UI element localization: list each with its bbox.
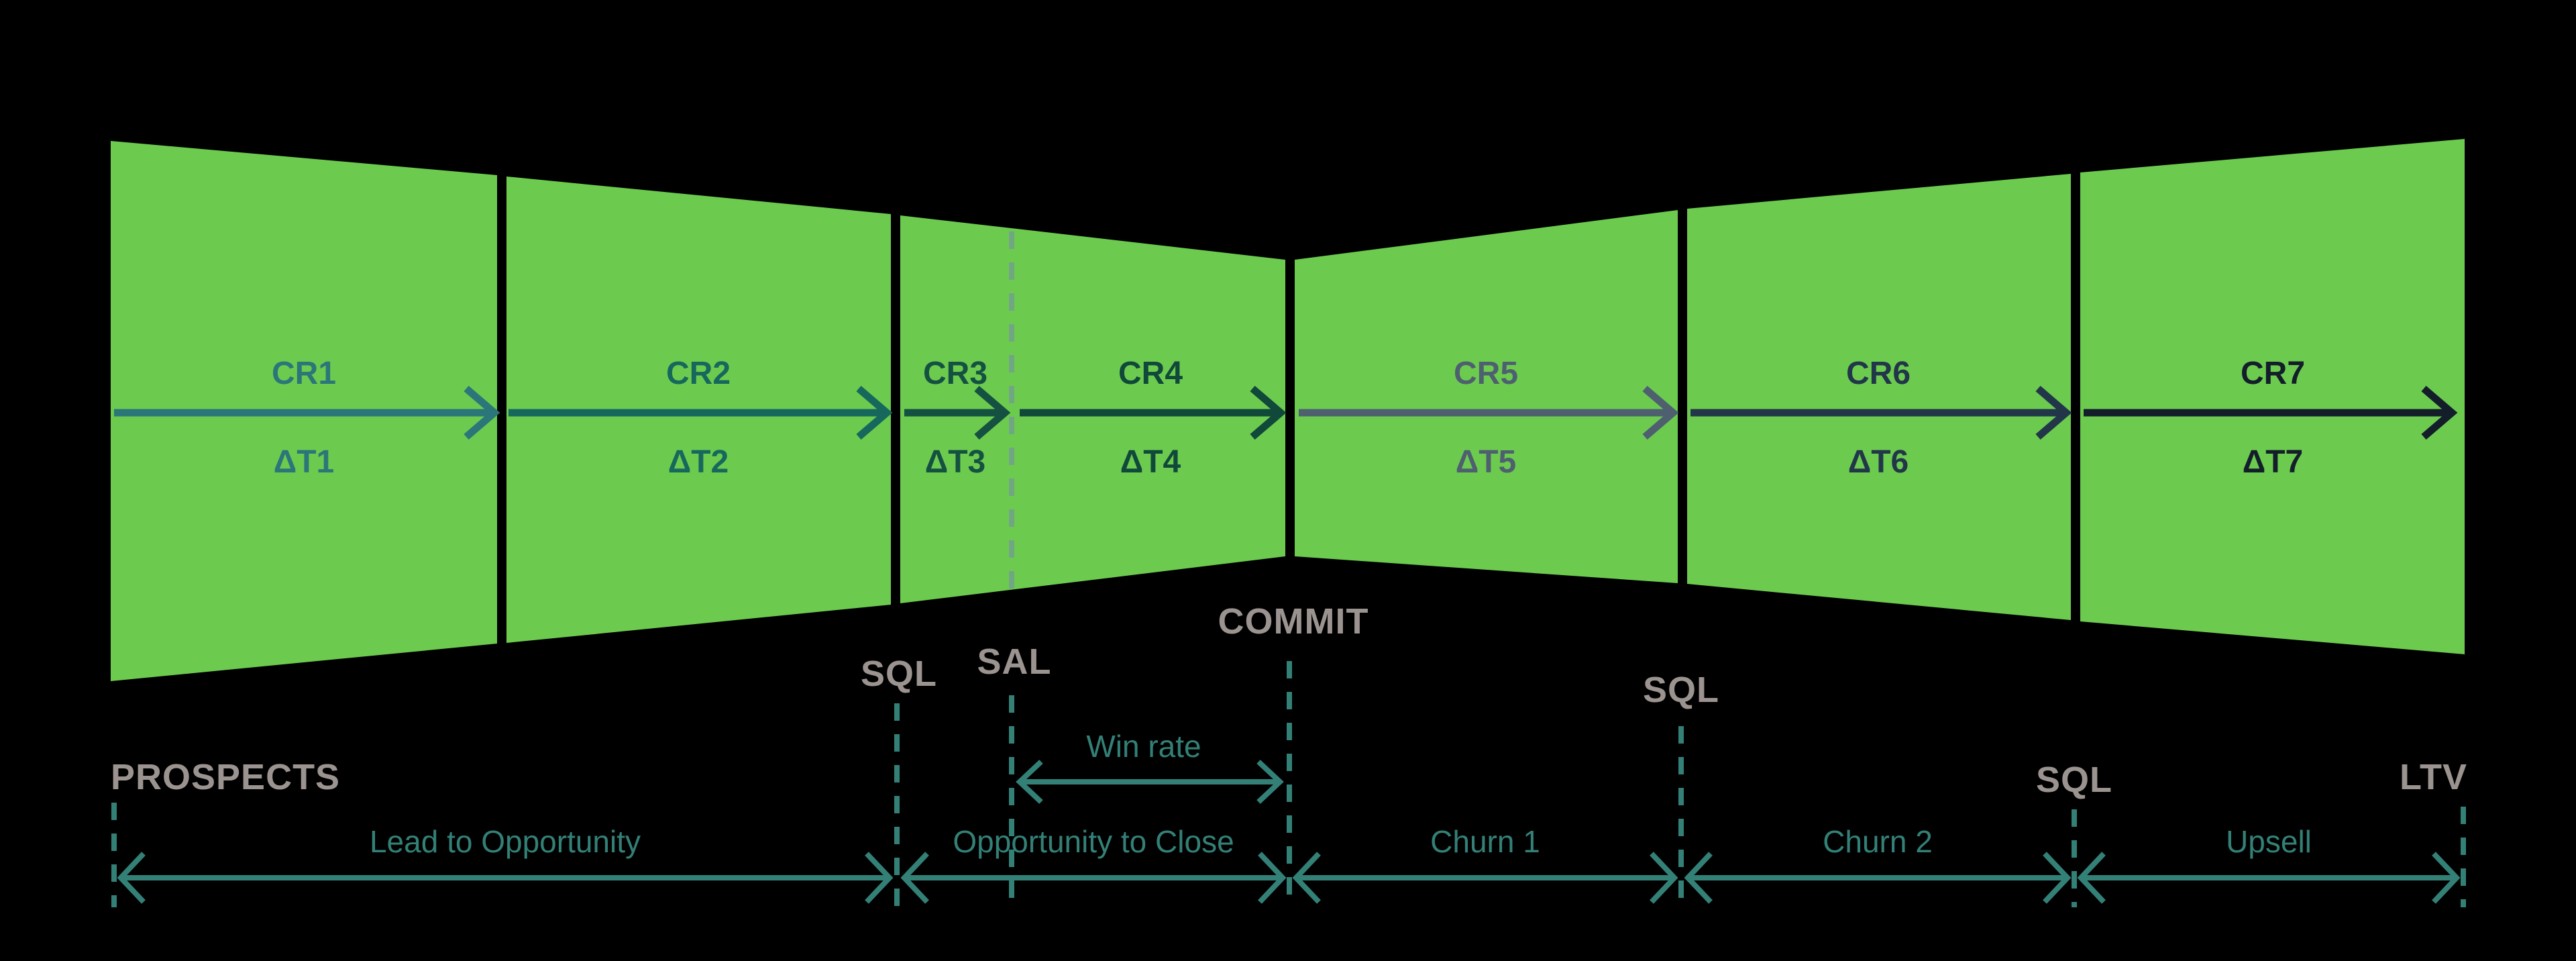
dt7-label: ΔT7	[2243, 444, 2304, 480]
cr7-label: CR7	[2241, 356, 2305, 391]
stage-spans: Lead to Opportunity Opportunity to Close…	[117, 824, 2461, 904]
win-rate-arrowhead-left	[1016, 760, 1043, 804]
dt2-label: ΔT2	[668, 444, 729, 480]
cr2-label: CR2	[666, 356, 731, 391]
cr-arrows	[114, 385, 2458, 440]
stage-arrowhead-right-5	[2432, 852, 2461, 904]
win-rate-arrowhead-right	[1256, 760, 1284, 804]
cr7-arrowhead	[2421, 385, 2458, 440]
dt5-label: ΔT5	[1456, 444, 1517, 480]
cr4-label: CR4	[1118, 356, 1183, 391]
milestone-lines	[111, 661, 2466, 907]
milestone-commit: COMMIT	[1218, 601, 1369, 642]
stage-arrowhead-left-3	[1292, 852, 1321, 904]
dt6-label: ΔT6	[1848, 444, 1909, 480]
stage-label-lead-to-opportunity: Lead to Opportunity	[370, 824, 641, 859]
win-rate-annotation: Win rate	[1016, 729, 1284, 804]
milestone-sql-3: SQL	[2036, 760, 2112, 800]
stage-label-churn-2: Churn 2	[1823, 824, 1933, 859]
win-rate-label: Win rate	[1086, 729, 1201, 764]
cr1-label: CR1	[272, 356, 336, 391]
dt1-label: ΔT1	[274, 444, 335, 480]
cr6-label: CR6	[1846, 356, 1911, 391]
cr3-label: CR3	[923, 356, 987, 391]
stage-arrowhead-left-1	[117, 852, 146, 904]
cr3-arrowhead	[974, 385, 1011, 440]
cr6-arrowhead	[2035, 385, 2072, 440]
stage-arrowhead-right-2	[1258, 852, 1287, 904]
stage-label-opportunity-to-close: Opportunity to Close	[953, 824, 1234, 859]
stage-label-upsell: Upsell	[2226, 824, 2312, 859]
dt4-label: ΔT4	[1120, 444, 1181, 480]
funnel-segment-6	[2080, 139, 2465, 654]
stage-arrowhead-left-4	[1684, 852, 1713, 904]
cr4-arrowhead	[1250, 385, 1287, 440]
cr1-arrowhead	[464, 385, 500, 440]
cr2-arrowhead	[856, 385, 893, 440]
stage-arrowhead-left-2	[900, 852, 929, 904]
milestone-sal: SAL	[977, 642, 1052, 682]
stage-arrowhead-right-3	[1650, 852, 1678, 904]
stage-label-churn-1: Churn 1	[1430, 824, 1540, 859]
stage-arrowhead-right-4	[2043, 852, 2072, 904]
milestone-sql-2: SQL	[1643, 670, 1719, 710]
funnel-segment-5	[1687, 174, 2071, 620]
milestone-sql-1: SQL	[861, 654, 937, 694]
cr5-label: CR5	[1454, 356, 1518, 391]
milestone-ltv: LTV	[2400, 757, 2467, 797]
dt3-label: ΔT3	[925, 444, 986, 480]
stage-arrowhead-left-5	[2077, 852, 2106, 904]
cr5-arrowhead	[1642, 385, 1679, 440]
milestone-labels: PROSPECTS SQL SAL COMMIT SQL SQL LTV	[111, 601, 2467, 800]
funnel-segments	[111, 139, 2465, 681]
milestone-prospects: PROSPECTS	[111, 757, 340, 797]
cr-labels: CR1 CR2 CR3 CR4 CR5 CR6 CR7 ΔT1 ΔT2 ΔT3 …	[272, 356, 2305, 480]
stage-arrowhead-right-1	[865, 852, 894, 904]
funnel-segment-4	[1295, 210, 1678, 583]
